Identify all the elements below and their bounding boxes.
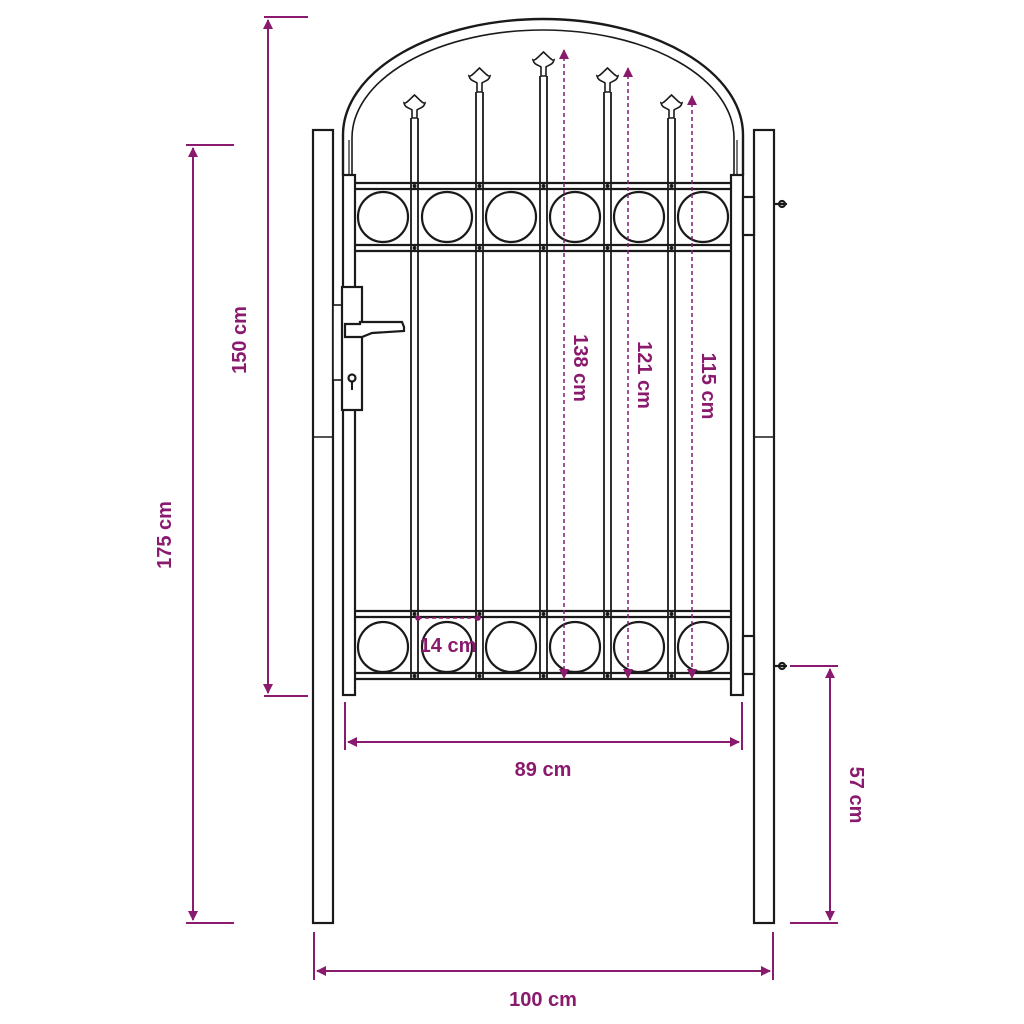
gate-arch [341, 17, 745, 175]
lock-plate [340, 285, 364, 412]
label-175: 175 cm [154, 501, 176, 569]
label-138: 138 cm [569, 334, 591, 402]
label-150: 150 cm [229, 306, 251, 374]
label-115: 115 cm [697, 353, 719, 420]
label-57: 57 cm [845, 767, 867, 824]
door-handle-icon [343, 320, 406, 339]
right-stile [729, 173, 745, 697]
hinges [741, 195, 787, 676]
label-121: 121 cm [633, 341, 655, 409]
bottom-rings [356, 620, 730, 674]
rail-rivets [412, 184, 674, 678]
spear-tips [402, 50, 684, 119]
label-100: 100 cm [509, 989, 577, 1011]
left-stile [341, 173, 357, 697]
label-89: 89 cm [515, 759, 572, 781]
right-post [752, 128, 776, 925]
label-14: 14 cm [420, 635, 477, 657]
top-rings [356, 190, 730, 244]
handle-lock [332, 285, 406, 412]
left-post [311, 128, 335, 925]
gate-frame [311, 17, 787, 925]
vertical-bars [410, 76, 676, 679]
